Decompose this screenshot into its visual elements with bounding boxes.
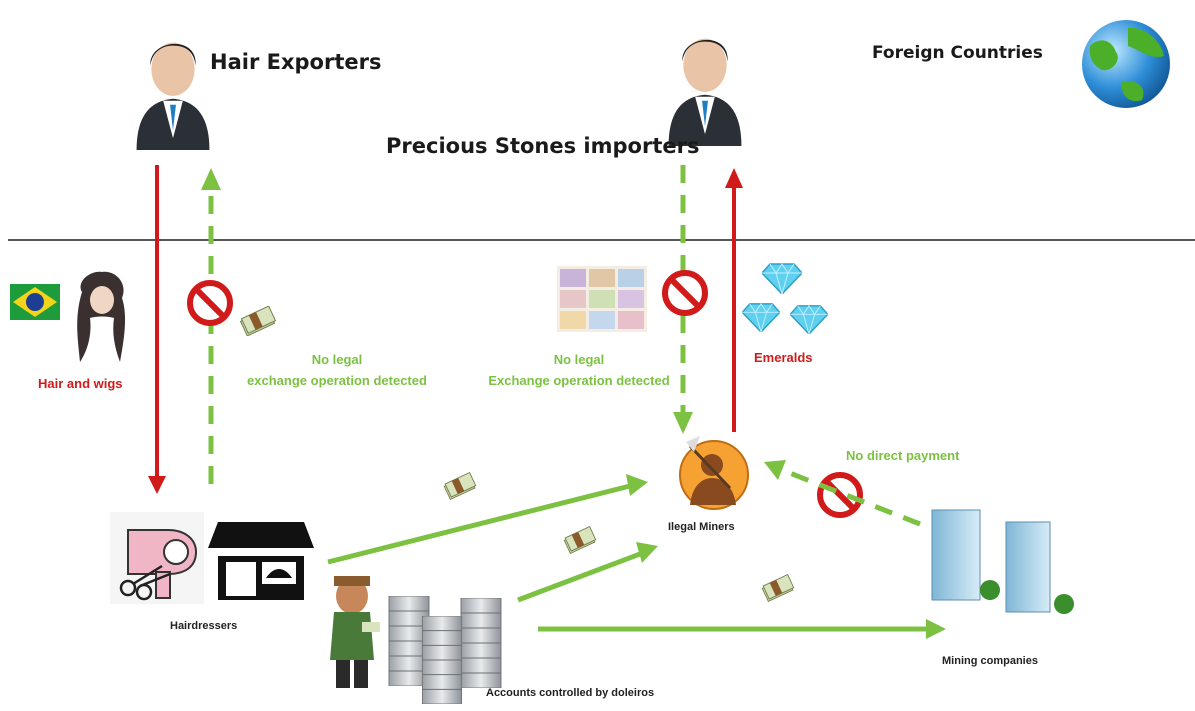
emerald-icon (742, 303, 780, 332)
globe-icon (1082, 20, 1170, 108)
emerald-icon (762, 263, 802, 294)
wig-icon (77, 271, 126, 362)
ilegal-miners-label: Ilegal Miners (668, 521, 735, 533)
currency-collage-icon (557, 266, 647, 332)
exchange-operation-line: exchange operation detected (247, 373, 427, 388)
miner-icon (679, 436, 749, 510)
mining-companies-label: Mining companies (942, 655, 1038, 667)
prohibited-icon (190, 283, 230, 323)
accounts-controlled-label: Accounts controlled by doleiros (486, 687, 655, 699)
banknotes-icon (239, 306, 277, 336)
green-arrow-head-up (201, 168, 221, 190)
red-arrow-head-down (148, 476, 166, 494)
green-arrow-head-down (673, 412, 693, 434)
doleiro-person-icon (330, 576, 380, 688)
bank-building-icon (421, 616, 463, 704)
precious-stones-importers-label: Precious Stones importers (386, 134, 700, 158)
arrow-head (636, 542, 658, 563)
stones-importer-businessman-icon (668, 38, 742, 146)
arrow-head (764, 460, 786, 480)
emerald-icon (790, 305, 828, 334)
banknotes-icon (761, 574, 795, 602)
brazil-flag-icon (10, 284, 60, 320)
no-legal-exchange-label-1: No legal exchange operation detected (222, 352, 452, 388)
arrow-head (926, 619, 946, 639)
no-legal-line: No legal (553, 352, 605, 367)
scissors-icon (119, 564, 171, 601)
arrow-accounts-to-miners (517, 551, 641, 603)
prohibited-icon (665, 273, 705, 313)
hair-exporters-label: Hair Exporters (210, 50, 382, 74)
no-legal-line: No legal (311, 352, 363, 367)
arrow-no-direct-payment (781, 467, 921, 527)
hairdressers-label: Hairdressers (170, 620, 238, 632)
office-building-icon (931, 509, 1074, 614)
hair-and-wigs-label: Hair and wigs (38, 376, 123, 391)
prohibited-icon (820, 475, 860, 515)
hair-exporter-businessman-icon (136, 42, 210, 150)
arrow-head (626, 474, 648, 496)
banknotes-icon (563, 526, 597, 554)
no-legal-exchange-label-2: No legal Exchange operation detected (466, 352, 692, 388)
red-arrow-head-up (725, 168, 743, 188)
exchange-operation-line: Exchange operation detected (488, 373, 670, 388)
shop-icon (208, 522, 314, 600)
foreign-countries-label: Foreign Countries (872, 43, 1043, 63)
hairdryer-icon (110, 512, 204, 604)
arrow-hairdressers-to-miners (327, 483, 631, 565)
banknotes-icon (443, 472, 477, 500)
bank-building-icon (460, 598, 502, 688)
emeralds-label: Emeralds (754, 350, 813, 365)
no-direct-payment-label: No direct payment (846, 448, 960, 463)
